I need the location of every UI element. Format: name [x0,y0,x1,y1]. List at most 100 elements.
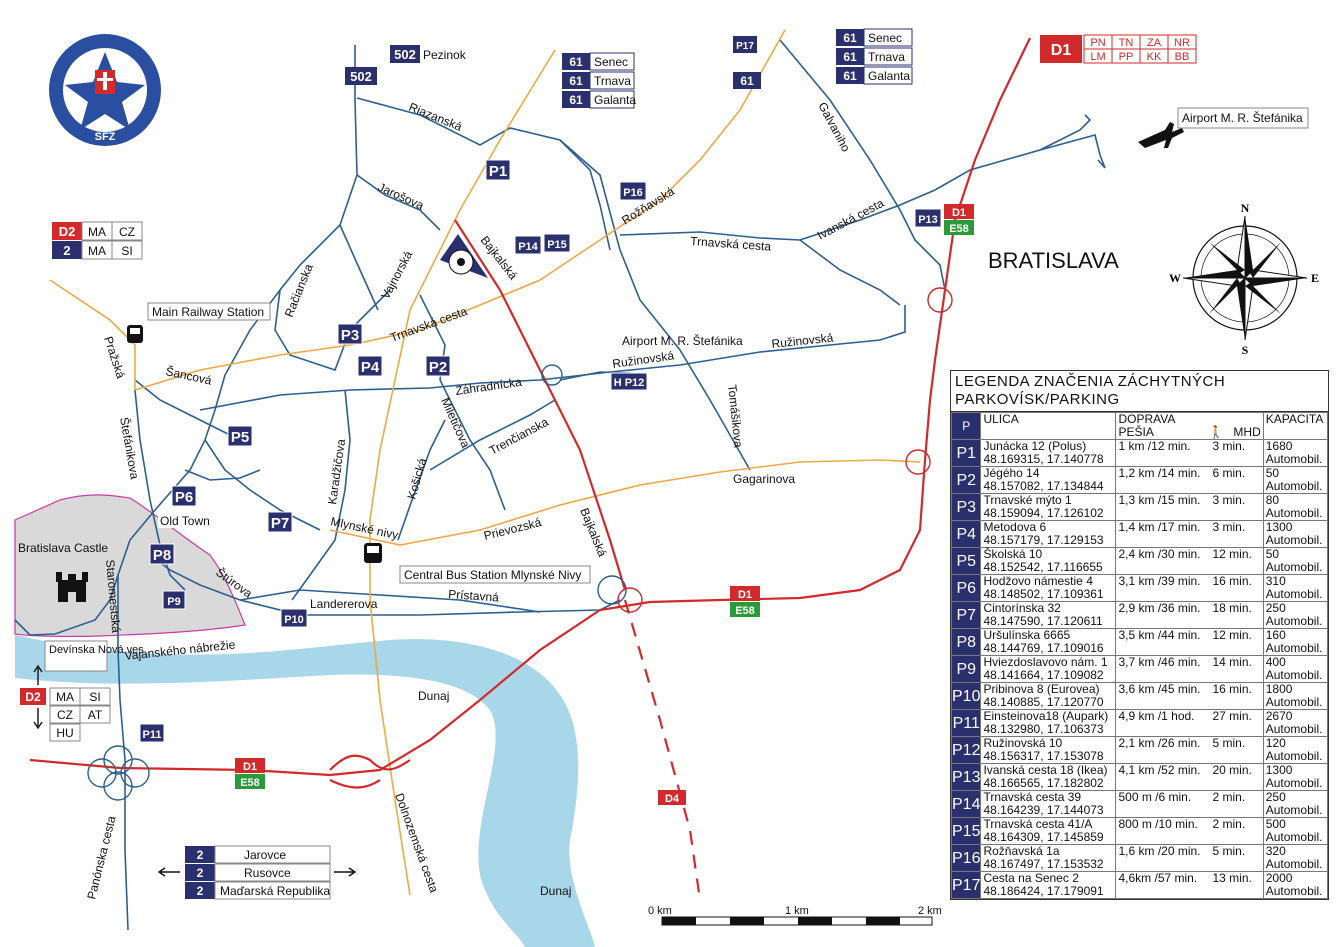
old-town-text: Old Town [160,514,210,528]
legend-col-kapacita: KAPACITA [1262,412,1329,440]
r61-dest-trnava: Trnava [594,74,631,88]
r2-b-jarovce: Jarovce [244,848,286,862]
walk-icon: 🚶 [1208,425,1224,439]
d1-dest-lm: LM [1090,51,1105,63]
parking-marker-box [149,543,175,565]
airport-top-text: Airport M. R. Štefánika [1182,110,1303,125]
railway-text: Main Railway Station [152,305,264,319]
compass-n: N [1241,201,1250,215]
parking-marker-p16: P16 [623,187,643,199]
r502-destination: Pezinok [423,48,467,62]
legend-row-street: Pribinova 8 (Eurovea)48.140885, 17.12077… [980,682,1117,710]
legend-row-id: P15 [950,817,982,845]
street-ruzinovska-1: Ružinovská [611,348,675,371]
d1-dest-pp: PP [1119,51,1134,63]
d1-dest-nr: NR [1174,37,1190,49]
city-label: BRATISLAVA [988,248,1119,273]
legend-row-street: Junácka 12 (Polus)48.169315, 17.140778 [980,439,1117,467]
legend-row-id: P4 [950,520,982,548]
river-label-1: Dunaj [418,689,449,703]
parking-marker-p7: P7 [271,515,289,532]
scale-0: 0 km [648,905,672,917]
legend-row-transport: 4,6km /57 min.13 min. [1115,871,1264,899]
street-pristavna: Prístavná [448,587,500,605]
route-502-shield: 502 Pezinok 502 [345,45,467,85]
street-ruzinovska-2: Ružinovská [771,331,834,351]
d2-bottom-road: D2 [25,690,41,704]
logo-abbr: SFZ [95,131,116,143]
route-61-small-shield: 61 P17 [733,36,761,89]
parking-marker-box [914,208,942,228]
legend-row-id: P2 [950,466,982,494]
compass-rose-icon: N S E W [1169,201,1319,357]
parking-legend: LEGENDA ZNAČENIA ZÁCHYTNÝCH PARKOVÍSK/PA… [950,370,1329,900]
orange-road-network [49,29,921,896]
d2-b-cz: CZ [57,708,73,722]
r2-b-c: 2 [197,884,204,898]
legend-row-transport: 2,1 km /26 min.5 min. [1115,736,1264,764]
arrow-right-icon [334,867,357,877]
compass-s: S [1242,343,1249,357]
r502-number: 502 [394,47,416,62]
legend-row-street: Einsteinova18 (Aupark)48.132980, 17.1063… [980,709,1117,737]
stadium-icon [440,234,488,278]
legend-row-transport: 2,9 km /36 min.18 min. [1115,601,1264,629]
parking-marker-p11: P11 [143,729,162,741]
r61-c: 61 [569,93,583,107]
parking-marker-p2: P2 [429,359,447,376]
route-61-shield-center: 61 61 61 Senec Trnava Galanta [562,52,636,109]
airport-mid-text: Airport M. R. Štefánika [622,333,743,348]
e58-b: E58 [735,605,755,617]
parking-marker-p5: P5 [231,429,249,446]
parking-marker-p9: P9 [167,596,180,608]
legend-row-transport: 800 m /10 min.2 min. [1115,817,1264,845]
street-dolnozemska: Dolnozemská cesta [392,791,441,894]
d2-b-at: AT [88,708,103,722]
legend-p-symbol: P [950,412,982,440]
d2-sign-bottom: D2 MA SI CZ AT HU [20,664,111,742]
arrow-up-icon [33,664,43,685]
parking-marker-p13: P13 [918,214,938,226]
d2-left-road: D2 [59,224,76,239]
d1-dest-pn: PN [1090,37,1105,49]
compass-w: W [1169,271,1181,285]
r61-f: 61 [843,69,857,83]
legend-col-doprava: DOPRAVA PEŠIA🚶MHD [1115,412,1264,440]
railway-station: Main Railway Station [127,302,271,343]
bus-station: Central Bus Station Mlynské Nivy [364,543,591,584]
d1-a: D1 [952,207,966,219]
legend-row-id: P7 [950,601,982,629]
street-kosicka: Košická [404,456,429,501]
parking-marker-p1: P1 [489,163,507,180]
parking-marker-box [337,323,363,345]
r61-b: 61 [569,74,583,88]
parking-marker-box [267,511,293,533]
scale-2: 2 km [918,905,942,917]
street-vajnorska: Vajnorská [378,248,415,301]
r61-a: 61 [569,55,583,69]
r2-b-rusovce: Rusovce [244,866,291,880]
route-2-bottom-sign: 2 2 2 Jarovce Rusovce Maďarská Republika [157,845,357,900]
street-panonska: Panónska cesta [84,814,118,901]
parking-marker-p3: P3 [341,327,359,344]
